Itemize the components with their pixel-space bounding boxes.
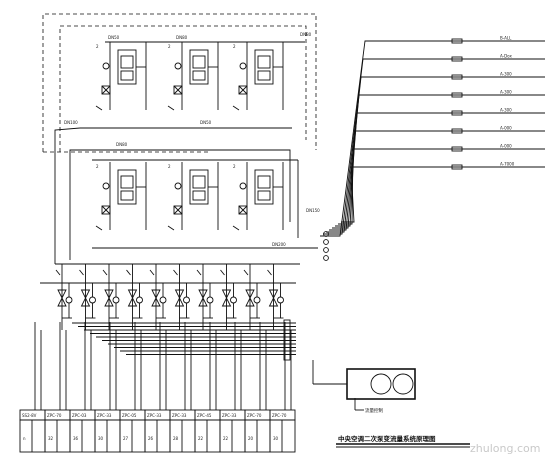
chiller-unit: 2 [95,162,147,231]
right-pipe: A-000 [338,144,545,225]
equipment-number: 26 [148,436,154,441]
equipment-number: 22 [198,436,204,441]
unit-number: 2 [96,44,99,49]
equipment-label: SS2-8V [22,413,37,418]
right-pipe: A-300 [329,90,545,231]
equipment-cell: ZPC-70 20 [244,409,271,453]
chiller-unit: 2 [232,162,284,231]
equipment-number: 20 [248,436,254,441]
equipment-cell: ZPC-33 26 [144,409,171,453]
right-pipe-label: A-300 [500,90,512,95]
flow-control-label: 流量控制 [365,407,383,414]
equipment-number: 22 [223,436,229,441]
equipment-number: 32 [48,436,54,441]
pipe-size-tag: DN100 [64,120,78,125]
equipment-number: 30 [273,436,279,441]
equipment-label: ZPC-33 [97,413,112,418]
equipment-cell: ZPC-33 22 [219,409,246,453]
unit-number: 2 [96,164,99,169]
right-pipe: A-300 [332,108,545,229]
unit-number: 2 [233,164,236,169]
equipment-label: ZPC-70 [247,413,262,418]
equipment-cell: ZPC-03 36 [69,409,96,453]
right-pipe: B-ALL [320,36,545,237]
equipment-cell: ZPC-70 30 [269,409,296,453]
equipment-label: ZPC-45 [197,413,212,418]
pipe-size-tag: DN80 [116,142,128,147]
right-pipe-label: A-300 [500,108,512,113]
unit-number: 2 [168,164,171,169]
chiller-unit: 2 [167,162,219,231]
pump-valve-row [55,264,284,330]
right-pipe-label: B-ALL [500,36,512,41]
chiller-units: 2 2 2 2 2 2 [95,42,284,231]
pump-valve [220,264,237,330]
unit-number: 2 [233,44,236,49]
pump-valve [173,264,190,330]
pump-valve [55,264,73,330]
equipment-cell: ZPC-33 28 [169,409,196,453]
equipment-label: ZPC-05 [122,413,137,418]
pump-valve [102,264,120,330]
right-pipe-labels: B-ALLA-DoxA-300A-300A-300A-000A-000A-700… [64,32,545,247]
pump-valve [243,264,261,330]
equipment-label: ZPC-70 [272,413,287,418]
equipment-label: ZPC-03 [72,413,87,418]
chiller-unit: 2 [232,42,284,111]
pump-valve [149,264,167,330]
equipment-cell: SS2-8V n [19,409,46,453]
pump-valve [79,264,96,330]
right-pipe-label: A-000 [500,126,512,131]
equipment-label: ZPC-33 [172,413,187,418]
equipment-number: 28 [173,436,179,441]
equipment-cell: ZPC-45 22 [194,409,221,453]
equipment-label: ZPC-33 [222,413,237,418]
chiller-unit: 2 [167,42,219,111]
right-pipe: A-Dox [323,54,545,235]
right-pipe-label: A-000 [500,144,512,149]
equipment-label: ZPC-33 [147,413,162,418]
equipment-cell: ZPC-33 30 [94,409,121,453]
pipe-size-tag: DN50 [108,35,120,40]
pump-valve [196,264,214,330]
equipment-label: ZPC-70 [47,413,62,418]
equipment-cell: ZPC-70 32 [44,409,71,453]
unit-number: 2 [168,44,171,49]
right-pipe-label: A-7000 [500,162,515,167]
pipe-size-tag: DN150 [306,208,320,213]
equipment-label-row: SS2-8VnZPC-7032ZPC-0336ZPC-3330ZPC-0527Z… [19,409,296,453]
pipe-size-tag: DN80 [300,32,312,37]
equipment-number: n [23,436,26,441]
equipment-number: 30 [98,436,104,441]
pipe-size-tag: DN80 [176,35,188,40]
drawing-title: 中央空调二次泵变流量系统原理图 [338,434,436,443]
pipe-network [34,13,470,448]
equipment-cell: ZPC-05 27 [119,409,146,453]
pipe-size-tag: DN50 [200,120,212,125]
watermark: zhulong.com [470,442,540,455]
equipment-number: 36 [73,436,79,441]
right-pipe-label: A-300 [500,72,512,77]
right-pipe: A-000 [335,126,545,227]
right-pipe-label: A-Dox [500,54,512,59]
pump-valve [267,264,284,330]
pipe-size-tag: DN200 [272,242,286,247]
right-pipe: A-7000 [341,162,545,223]
pump-valve [126,264,143,330]
chiller-unit: 2 [95,42,147,111]
equipment-number: 27 [123,436,129,441]
